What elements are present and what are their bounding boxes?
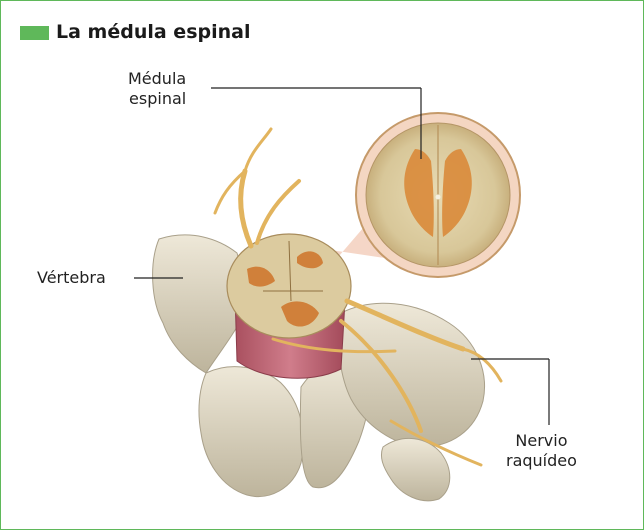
label-nervio-raquideo: Nervio raquídeo — [506, 431, 577, 471]
label-medula-line2: espinal — [128, 89, 186, 109]
label-medula-line1: Médula — [128, 69, 186, 89]
cord-cross-section — [227, 234, 351, 338]
magnified-cord-section — [356, 113, 520, 277]
label-medula-espinal: Médula espinal — [128, 69, 186, 109]
label-vertebra: Vértebra — [37, 268, 106, 288]
label-nervio-line1: Nervio — [506, 431, 577, 451]
label-nervio-line2: raquídeo — [506, 451, 577, 471]
